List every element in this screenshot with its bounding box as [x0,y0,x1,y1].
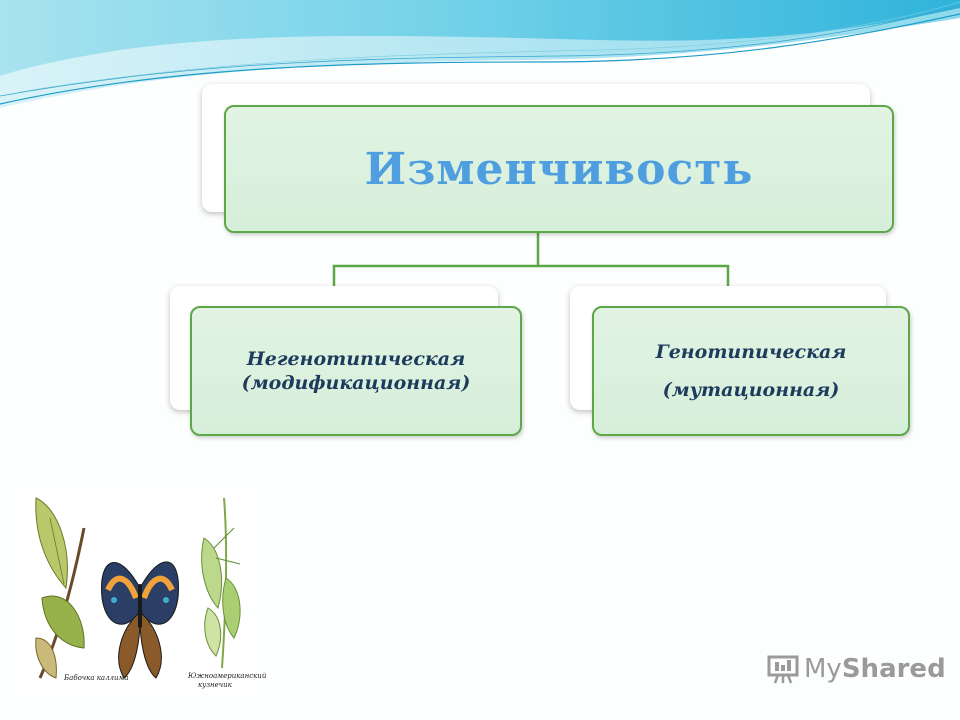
grasshopper-caption-line2: кузнечик [198,681,232,689]
watermark-prefix: My [804,654,842,684]
grasshopper-caption-line1: Южноамериканский [188,672,267,680]
watermark-suffix: Shared [841,654,946,684]
myshared-watermark: MyShared [766,654,946,684]
non-genotypic-label-line2: (модификационная) [241,372,471,394]
root-label: Изменчивость [364,143,754,195]
root-box: Изменчивость [224,105,894,233]
butterfly-grasshopper-drawing [28,488,246,693]
top-wave-decoration [0,0,960,108]
non-genotypic-label-line1: Негенотипическая [246,348,466,370]
genotypic-box: Генотипическая (мутационная) [592,306,910,436]
genotypic-label-line1: Генотипическая [655,341,847,363]
non-genotypic-box: Негенотипическая (модификационная) [190,306,522,436]
mimicry-illustration: Бабочка каллима Южноамериканский кузнечи… [28,488,266,693]
presentation-board-icon [767,655,799,684]
genotypic-label-line2: (мутационная) [662,379,840,401]
butterfly-caption: Бабочка каллима [64,674,129,682]
watermark-text: MyShared [804,654,946,684]
